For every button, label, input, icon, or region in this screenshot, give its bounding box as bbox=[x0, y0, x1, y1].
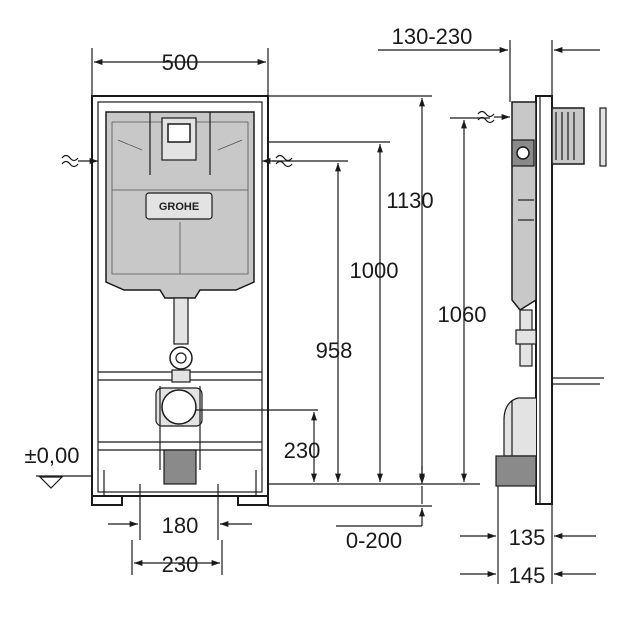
depth-145-dimension: 145 bbox=[460, 563, 596, 588]
width-dimension: 500 bbox=[91, 48, 269, 96]
dim-958-label: 958 bbox=[316, 338, 353, 363]
spacing-230-dimension: 230 bbox=[131, 540, 223, 577]
dim-1060-label: 1060 bbox=[438, 302, 487, 327]
dim-145-label: 145 bbox=[509, 563, 546, 588]
depth-130-230-dimension: 130-230 bbox=[378, 24, 600, 102]
depth-135-dimension: 135 bbox=[460, 486, 596, 584]
side-flush-plate bbox=[551, 107, 607, 167]
dim-230-width-label: 230 bbox=[162, 552, 199, 577]
dim-1130-label: 1130 bbox=[386, 188, 433, 213]
height-958-dimension: 958 bbox=[316, 163, 353, 482]
grohe-logo-plate: GROHE bbox=[145, 192, 213, 220]
side-outlet-bend bbox=[495, 397, 537, 487]
flush-pipe bbox=[169, 297, 193, 383]
dim-135-label: 135 bbox=[509, 525, 546, 550]
adjust-0-200-dimension: 0-200 bbox=[336, 466, 425, 553]
side-view: 130-230 135 145 bbox=[378, 24, 607, 588]
height-230-dimension: 230 bbox=[284, 412, 321, 482]
dim-500-label: 500 bbox=[162, 50, 199, 75]
level-label: ±0,00 bbox=[25, 443, 80, 468]
height-1130-dimension: 1130 bbox=[386, 98, 434, 482]
dim-1000-label: 1000 bbox=[350, 258, 399, 283]
height-1000-dimension: 1000 bbox=[350, 144, 399, 482]
grohe-logo-text: GROHE bbox=[159, 201, 199, 213]
water-inlet-side-icon bbox=[477, 110, 510, 124]
water-inlet-left-icon bbox=[61, 154, 98, 168]
side-cistern bbox=[511, 101, 537, 367]
dim-230-height-label: 230 bbox=[284, 438, 321, 463]
dim-0-200-label: 0-200 bbox=[346, 528, 402, 553]
dim-130-230-label: 130-230 bbox=[392, 24, 473, 49]
dim-180-label: 180 bbox=[162, 513, 199, 538]
outlet-pipe bbox=[155, 386, 203, 485]
floor-level-marker: ±0,00 bbox=[25, 443, 92, 489]
spacing-180-dimension: 180 bbox=[108, 484, 252, 540]
front-view: GROHE bbox=[25, 48, 490, 577]
height-1060-dimension: 1060 bbox=[438, 120, 487, 482]
